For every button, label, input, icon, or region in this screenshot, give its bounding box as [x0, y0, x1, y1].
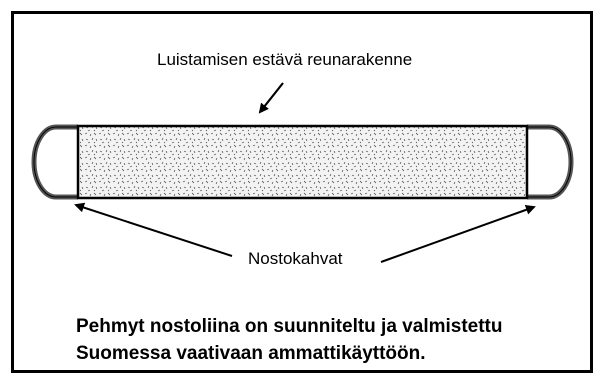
diagram-frame [11, 11, 593, 373]
handles-label: Nostokahvat [248, 249, 343, 268]
caption: Pehmyt nostoliina on suunniteltu ja valm… [76, 313, 503, 367]
edge-arrow [258, 82, 284, 114]
top-label: Luistamisen estävä reunarakenne [157, 50, 412, 69]
left-handle-arrow [74, 202, 233, 257]
sling-body [76, 124, 529, 200]
caption-line-2: Suomessa vaativaan ammattikäyttöön. [76, 343, 426, 364]
caption-line-1: Pehmyt nostoliina on suunniteltu ja valm… [76, 316, 503, 337]
right-handle-arrow [380, 205, 536, 263]
